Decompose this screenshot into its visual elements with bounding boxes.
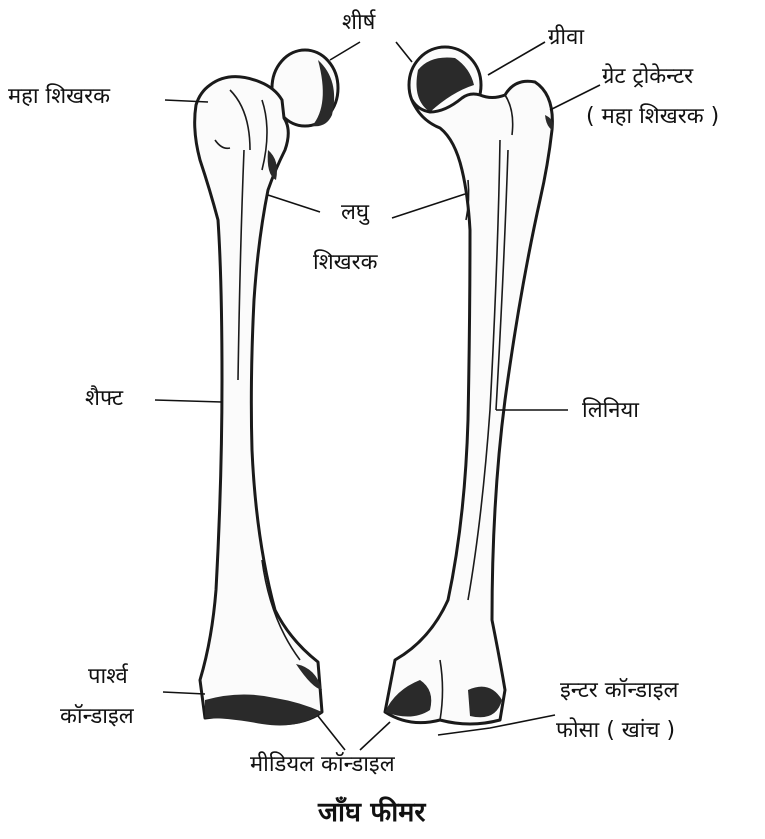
label-shaft: शैफ्ट — [85, 386, 123, 412]
label-lesser-trochanter-line1: लघु — [325, 200, 385, 226]
left-femur-body — [195, 77, 322, 724]
label-lesser-trochanter-line2: शिखरक — [313, 250, 378, 276]
label-head: शीर्ष — [342, 10, 375, 36]
leader-head-right — [396, 42, 412, 62]
leader-medial-condyle-right — [360, 722, 390, 750]
leader-lateral-condyle — [163, 692, 205, 694]
leader-neck — [488, 42, 545, 75]
leader-lesser-trochanter-left — [268, 195, 320, 212]
label-lateral-condyle-line2: कॉन्डाइल — [60, 704, 134, 730]
leader-lesser-trochanter-right — [392, 194, 465, 218]
right-femur-body — [385, 81, 552, 724]
label-medial-condyle: मीडियल कॉन्डाइल — [250, 752, 395, 778]
leader-shaft — [155, 400, 222, 402]
leader-medial-condyle-left — [318, 716, 345, 750]
label-intercondylar-fossa-line2: फोसा ( खांच ) — [556, 718, 675, 744]
leader-head-left — [330, 42, 360, 60]
label-greater-trochanter-right-line1: ग्रेट ट्रोकेन्टर — [602, 64, 693, 90]
label-lateral-condyle-line1: पार्श्व — [88, 664, 128, 690]
diagram-caption: जाँघ फीमर — [318, 792, 425, 829]
label-intercondylar-fossa-line1: इन्टर कॉन्डाइल — [560, 678, 678, 704]
left-femur — [195, 50, 338, 726]
label-greater-trochanter-left: महा शिखरक — [8, 84, 110, 110]
label-neck: ग्रीवा — [548, 25, 584, 51]
label-greater-trochanter-right-line2: ( महा शिखरक ) — [586, 104, 719, 130]
label-linea: लिनिया — [582, 398, 639, 424]
right-femur — [385, 47, 553, 724]
